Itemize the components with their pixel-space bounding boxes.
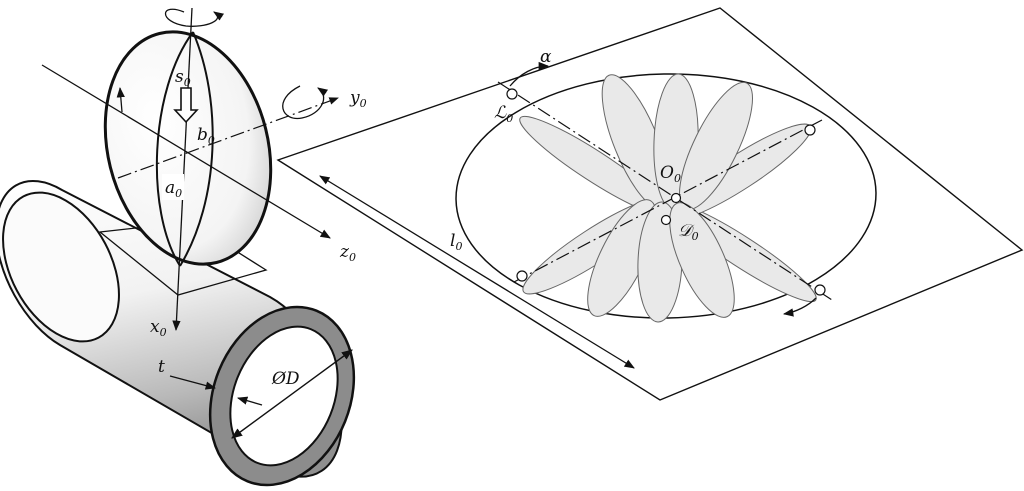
label-s0: s0 <box>175 67 191 89</box>
node-L0 <box>506 88 518 100</box>
axis-y-line <box>117 97 339 179</box>
node-right-bottom <box>814 284 826 296</box>
nodes <box>506 88 826 296</box>
alpha-rotation-arrow-icon <box>509 61 550 87</box>
label-y0: y0 <box>349 88 367 110</box>
bottom-rotation-arrow-icon <box>782 297 817 317</box>
label-z0: z0 <box>339 242 356 264</box>
node-right-top <box>804 124 816 136</box>
axis-x-line <box>172 7 193 332</box>
node-D0 <box>660 214 672 226</box>
label-O0: O0 <box>660 163 681 185</box>
l0-dimension-line <box>319 175 635 369</box>
diameter-label: ØD <box>271 369 300 389</box>
thickness-label: t <box>158 357 165 377</box>
petal <box>669 202 735 318</box>
node-O0 <box>670 192 682 204</box>
label-a0-bg <box>162 174 184 200</box>
thickness-arrow-outer <box>169 375 217 390</box>
thickness-arrow-inner <box>237 396 263 406</box>
load-arrow-icon <box>173 87 199 124</box>
axis-z-line <box>41 64 331 239</box>
label-l0: l0 <box>450 231 462 253</box>
tube-back-rim <box>2 191 120 343</box>
rotation-arrow-top-icon <box>165 8 225 27</box>
ellipsoid-meridian-back <box>179 31 214 267</box>
ellipsoid-meridian-front <box>155 31 194 267</box>
ellipsoid-body <box>103 30 273 266</box>
label-b0: b0 <box>197 125 215 147</box>
petal-rosette <box>519 73 817 323</box>
label-D0: 𝒟0 <box>678 221 699 243</box>
ellipsoid <box>103 30 273 267</box>
node-left-bottom <box>516 270 528 282</box>
label-alpha: α <box>540 47 552 67</box>
axis-diagonal-2 <box>513 119 823 283</box>
axis-diagonal-1 <box>497 81 833 301</box>
rotation-arrow-y-icon <box>282 85 329 120</box>
label-a0: a0 <box>165 178 182 200</box>
label-L0: ℒ0 <box>494 103 513 125</box>
rotation-arrow-side-icon <box>116 86 125 113</box>
footprint-ellipse <box>455 73 877 319</box>
label-x0: x0 <box>150 317 167 339</box>
